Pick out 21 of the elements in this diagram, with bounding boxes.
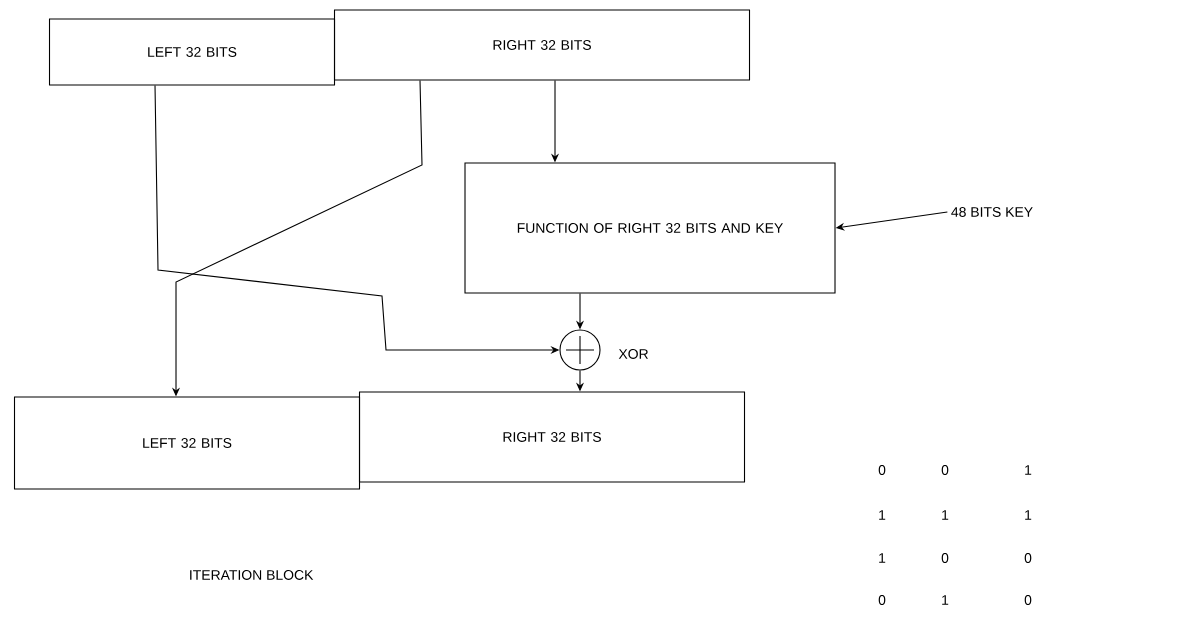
table-cell: 1 xyxy=(942,595,949,605)
table-cell: 0 xyxy=(1024,553,1032,563)
table-cell: 0 xyxy=(1024,595,1032,605)
bit-block-box: LEFT 32 BITS xyxy=(13,396,361,490)
bit-block-box: RIGHT 32 BITS xyxy=(333,9,751,81)
table-cell: 1 xyxy=(879,510,886,520)
table-cell: 0 xyxy=(941,553,949,563)
table-cell: 0 xyxy=(878,595,886,605)
caption-text: ITERATION BLOCK xyxy=(190,570,314,580)
xor-circle xyxy=(559,329,601,371)
table-cell: 1 xyxy=(1025,510,1032,520)
bit-block-box: RIGHT 32 BITS xyxy=(358,391,746,483)
table-cell: 0 xyxy=(878,465,886,475)
table-cell: 1 xyxy=(879,553,886,563)
function-box: FUNCTION OF RIGHT 32 BITS AND KEY xyxy=(464,162,836,294)
key-label: 48 BITS KEY xyxy=(951,207,1033,217)
bit-block-box: LEFT 32 BITS xyxy=(48,18,336,86)
table-cell: 1 xyxy=(1025,465,1032,475)
table-cell: 0 xyxy=(941,465,949,475)
xor-label: XOR xyxy=(618,349,648,359)
table-cell: 1 xyxy=(942,510,949,520)
